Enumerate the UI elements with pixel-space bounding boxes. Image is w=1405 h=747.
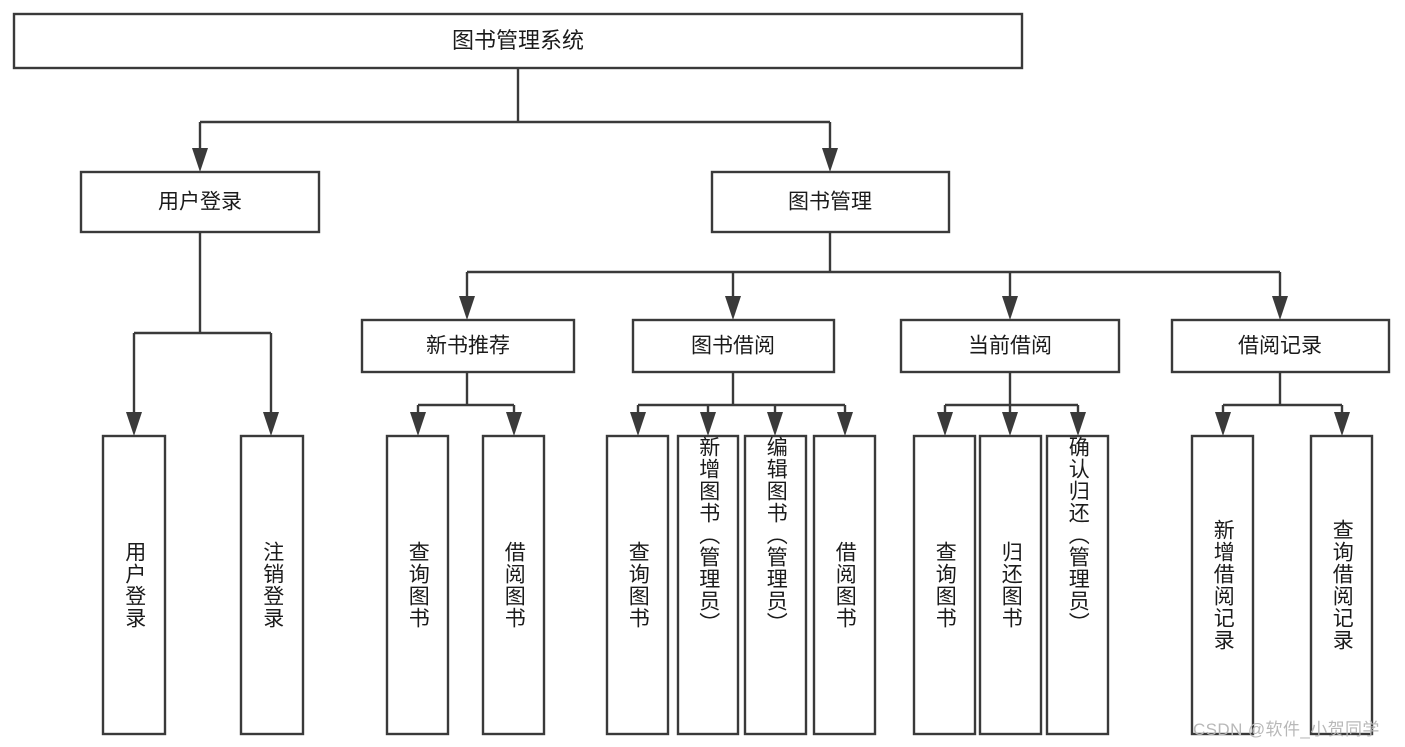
leaf-box-borrow-book-1[interactable] <box>481 434 546 736</box>
arrow-new-books-to-leaf2-icon <box>506 412 522 436</box>
arrow-records-to-leaf2-icon <box>1334 412 1350 436</box>
arrow-book-mgmt-to-borrow-icon <box>725 296 741 320</box>
arrow-current-to-leaf1-icon <box>937 412 953 436</box>
arrow-borrow-to-leaf1-icon <box>630 412 646 436</box>
node-root-label: 图书管理系统 <box>452 28 584 53</box>
node-user-login-box[interactable] <box>79 170 321 234</box>
leaf-box-query-book-3[interactable] <box>912 434 977 736</box>
leaf-box-borrow-book-2[interactable] <box>812 434 877 736</box>
arrow-current-to-leaf3-icon <box>1070 412 1086 436</box>
leaf-box-confirm-return-admin[interactable] <box>1045 434 1110 736</box>
edge-group-book-mgmt <box>459 232 1288 320</box>
arrow-borrow-to-leaf3-icon <box>767 412 783 436</box>
leaf-box-add-borrow-record[interactable] <box>1190 434 1255 736</box>
arrow-user-login-to-leaf2-icon <box>263 412 279 436</box>
edge-group-current <box>937 372 1086 436</box>
node-current-borrow-label: 当前借阅 <box>968 335 1052 358</box>
leaf-box-add-book-admin[interactable] <box>676 434 740 736</box>
leaf-box-query-book-1[interactable] <box>385 434 450 736</box>
edge-group-records <box>1215 372 1350 436</box>
edge-group-user-login <box>126 232 279 436</box>
node-borrow-record-box[interactable] <box>1170 318 1391 374</box>
node-new-book-recommend-label: 新书推荐 <box>426 335 510 358</box>
node-current-borrow-box[interactable] <box>899 318 1121 374</box>
edge-group-borrow <box>630 372 853 436</box>
node-book-management-label: 图书管理 <box>788 191 872 214</box>
node-new-book-recommend[interactable]: 新书推荐 <box>360 318 576 374</box>
arrow-borrow-to-leaf4-icon <box>837 412 853 436</box>
arrow-borrow-to-leaf2-icon <box>700 412 716 436</box>
edge-group-new-books <box>410 372 522 436</box>
arrow-book-mgmt-to-records-icon <box>1272 296 1288 320</box>
arrow-records-to-leaf1-icon <box>1215 412 1231 436</box>
leaf-box-query-book-2[interactable] <box>605 434 670 736</box>
arrow-current-to-leaf2-icon <box>1002 412 1018 436</box>
leaf-box-group <box>101 434 1374 736</box>
node-book-borrow-label: 图书借阅 <box>691 335 775 358</box>
node-root[interactable]: 图书管理系统 <box>12 12 1024 70</box>
node-book-management[interactable]: 图书管理 <box>710 170 951 234</box>
node-current-borrow[interactable]: 当前借阅 <box>899 318 1121 374</box>
node-book-management-box[interactable] <box>710 170 951 234</box>
node-borrow-record-label: 借阅记录 <box>1238 335 1322 358</box>
leaf-box-query-borrow-record[interactable] <box>1309 434 1374 736</box>
node-new-book-recommend-box[interactable] <box>360 318 576 374</box>
node-user-login-label: 用户登录 <box>158 191 242 214</box>
leaf-box-return-book[interactable] <box>978 434 1043 736</box>
csdn-watermark: CSDN @软件_小贺同学 <box>1193 720 1380 739</box>
leaf-box-logout[interactable] <box>239 434 305 736</box>
node-borrow-record[interactable]: 借阅记录 <box>1170 318 1391 374</box>
leaf-box-user-login[interactable] <box>101 434 167 736</box>
arrow-book-mgmt-to-new-books-icon <box>459 296 475 320</box>
arrow-root-to-user-login-icon <box>192 148 208 172</box>
arrow-new-books-to-leaf1-icon <box>410 412 426 436</box>
node-root-box[interactable] <box>12 12 1024 70</box>
node-book-borrow-box[interactable] <box>631 318 836 374</box>
arrow-root-to-book-mgmt-icon <box>822 148 838 172</box>
node-user-login[interactable]: 用户登录 <box>79 170 321 234</box>
edge-group-root <box>192 68 838 172</box>
arrow-user-login-to-leaf1-icon <box>126 412 142 436</box>
leaf-box-edit-book-admin[interactable] <box>743 434 808 736</box>
node-book-borrow[interactable]: 图书借阅 <box>631 318 836 374</box>
arrow-book-mgmt-to-current-icon <box>1002 296 1018 320</box>
